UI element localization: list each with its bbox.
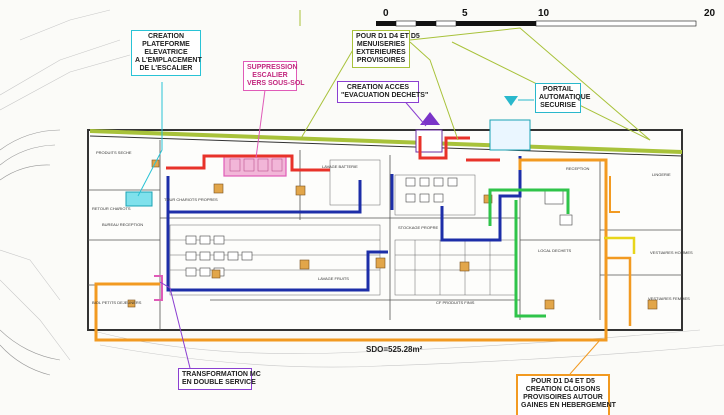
callout-line: "EVACUATION DECHETS" [341, 92, 429, 99]
olive-top-wall [89, 129, 683, 154]
callout-suppression: SUPPRESSION ESCALIER VERS SOUS-SOL [243, 61, 305, 91]
callout-acces: CREATION ACCES "EVACUATION DECHETS" [337, 81, 429, 103]
callout-plateforme: CREATION PLATEFORME ELEVATRICE A L'EMPLA… [131, 30, 202, 76]
callout-line: PROVISOIRES AUTOUR [523, 394, 603, 401]
waste-access-door [415, 129, 443, 153]
left-curved-structure [0, 129, 61, 376]
scale-tick-20: 20 [704, 8, 716, 19]
callout-line: CREATION [147, 33, 185, 40]
room-label: BIOL PETITS DEJEUNERS [92, 300, 142, 305]
room-label: VESTIAIRES FEMMES [648, 296, 690, 301]
scale-bar [376, 20, 697, 27]
magenta-route [154, 275, 163, 301]
callout-line: SUPPRESSION [247, 64, 298, 71]
callout-line: VERS SOUS-SOL [247, 80, 305, 87]
waste-access-arrow [420, 112, 440, 125]
room-label: LOCAL DECHETS [538, 248, 572, 253]
callout-line: EN DOUBLE SERVICE [182, 379, 256, 386]
red-route-2 [418, 136, 470, 160]
callout-line: TRANSFORMATION MC [182, 371, 261, 378]
room-label: LINGERIE [652, 172, 671, 177]
green-route-2 [514, 200, 546, 318]
equipment-markers [127, 159, 658, 310]
callout-line: AUTOMATIQUE [539, 94, 591, 101]
callout-line: GAINES EN HEBERGEMENT [521, 402, 616, 409]
scale-tick-5: 5 [462, 8, 468, 19]
callout-line: PROVISOIRES [356, 57, 406, 64]
portail-arrow [504, 96, 518, 106]
callout-line: SECURISE [540, 102, 576, 109]
building-outline [87, 129, 683, 331]
room-label: RETOUR CHARIOTS [92, 206, 131, 211]
orange-route-1 [94, 158, 608, 342]
callout-line: DE L'ESCALIER [139, 65, 193, 72]
leader-lines [137, 10, 651, 375]
callout-portail: PORTAIL AUTOMATIQUE SECURISE [535, 83, 591, 113]
callout-line: A L'EMPLACEMENT [135, 57, 202, 64]
scale-tick-10: 10 [538, 8, 550, 19]
area-label: SDO=525.28m² [366, 345, 423, 354]
room-label: LAVAGE BATTERIE [322, 164, 358, 169]
callout-line: CREATION ACCES [346, 84, 410, 91]
callout-line: MENUISERIES [356, 41, 406, 48]
callout-cloisons: POUR D1 D4 ET D5 CREATION CLOISONS PROVI… [516, 374, 616, 415]
elevator-platform [125, 191, 153, 207]
room-label: CF PRODUITS FINIS [436, 300, 475, 305]
room-label: RECEPTION [566, 166, 590, 171]
callout-line: EXTERIEURES [356, 49, 406, 56]
green-route-1 [488, 188, 570, 226]
callout-line: ELEVATRICE [144, 49, 188, 56]
callout-line: POUR D1 D4 ET D5 [531, 378, 595, 385]
callout-line: POUR D1 D4 ET D5 [356, 33, 420, 40]
furniture-squares [185, 177, 573, 277]
room-label: STOCKAGE PROPRE [398, 225, 439, 230]
room-label: PRODUITS SECHE [96, 150, 132, 155]
yellow-route [604, 236, 636, 254]
portail-zone [489, 119, 531, 151]
room-label: VESTIAIRES HOMMES [650, 250, 693, 255]
room-label: TOUR CHARIOTS PROPRES [164, 197, 218, 202]
red-route-1 [166, 154, 330, 172]
scale-tick-0: 0 [383, 8, 389, 19]
callout-line: PLATEFORME [142, 41, 190, 48]
callout-line: PORTAIL [542, 86, 574, 93]
callout-transformation: TRANSFORMATION MC EN DOUBLE SERVICE [178, 368, 261, 390]
callout-line: CREATION CLOISONS [525, 386, 601, 393]
room-label: BUREAU RECEPTION [102, 222, 144, 227]
room-label: LAVAGE FRUITS [318, 276, 349, 281]
blue-route-2 [168, 180, 362, 214]
blue-route-1 [166, 176, 388, 292]
callout-menuiseries: POUR D1 D4 ET D5 MENUISERIES EXTERIEURES… [352, 30, 420, 68]
callout-line: ESCALIER [252, 72, 288, 79]
